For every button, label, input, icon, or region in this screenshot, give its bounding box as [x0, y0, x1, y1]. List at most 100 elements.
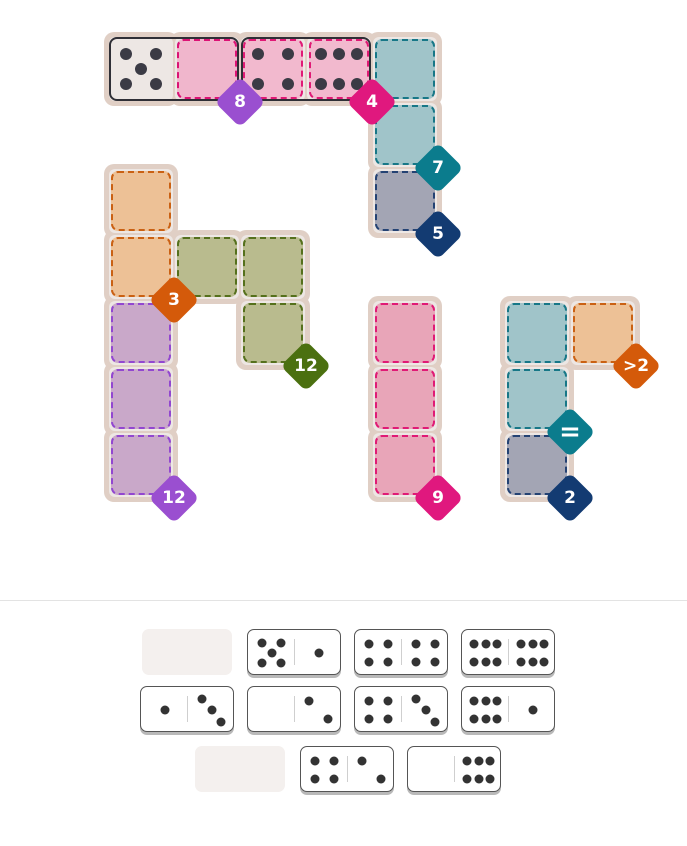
domino-pip	[481, 696, 490, 706]
badge-label: =	[559, 417, 581, 447]
domino-pip	[430, 657, 440, 667]
domino-pip	[469, 714, 479, 724]
domino-pip	[364, 639, 374, 649]
domino-pip	[474, 756, 483, 766]
domino-pip	[411, 639, 421, 649]
domino-pip	[333, 77, 345, 90]
domino-pip	[364, 714, 374, 724]
domino-pip	[474, 774, 483, 784]
badge-label: 4	[366, 92, 378, 112]
badge-label: 9	[432, 488, 444, 508]
domino-pip	[329, 756, 339, 766]
domino-pip	[469, 696, 479, 706]
badge-label: 12	[162, 488, 186, 508]
placed-domino[interactable]	[109, 37, 239, 101]
domino-pip	[383, 696, 393, 706]
tray-domino[interactable]	[300, 746, 394, 792]
domino-pip	[528, 705, 537, 715]
domino-pip	[314, 77, 327, 90]
domino-pip	[528, 639, 537, 649]
tray-domino[interactable]	[461, 686, 555, 732]
domino-pip	[323, 714, 333, 724]
domino-divider	[401, 696, 402, 722]
domino-pip	[364, 696, 374, 706]
domino-pip	[481, 714, 490, 724]
domino-pip	[383, 714, 393, 724]
tray-domino[interactable]	[247, 629, 341, 675]
domino-pip	[149, 48, 162, 61]
domino-pip	[276, 638, 286, 648]
domino-pip	[197, 694, 207, 703]
domino-pip	[481, 657, 490, 667]
badge-label: 5	[432, 224, 444, 244]
region-cell-req[interactable]	[507, 303, 567, 363]
badge-label: 2	[564, 488, 576, 508]
badge-label: 12	[294, 356, 318, 376]
domino-pip	[469, 657, 479, 667]
domino-pip	[267, 648, 276, 658]
placed-domino[interactable]	[241, 37, 371, 101]
domino-pip	[207, 705, 216, 715]
domino-pip	[120, 48, 133, 61]
domino-pip	[257, 638, 267, 648]
domino-pip	[281, 48, 294, 61]
domino-divider	[454, 756, 455, 782]
domino-pip	[310, 756, 320, 766]
domino-pip	[351, 48, 364, 61]
tray-domino[interactable]	[407, 746, 501, 792]
domino-divider	[294, 696, 295, 722]
domino-pip	[430, 717, 440, 726]
badge-label: 7	[432, 158, 444, 178]
region-cell-r12p[interactable]	[111, 369, 171, 429]
domino-pip	[216, 717, 226, 726]
domino-pip	[462, 774, 472, 784]
domino-pip	[411, 657, 421, 667]
domino-pip	[411, 694, 421, 703]
domino-pip	[304, 696, 314, 706]
badge-label: 8	[234, 92, 246, 112]
domino-pip	[421, 705, 430, 715]
tray-domino[interactable]	[140, 686, 234, 732]
tray-empty-slot	[195, 746, 285, 792]
domino-pip	[160, 705, 169, 715]
tray-domino[interactable]	[247, 686, 341, 732]
domino-pip	[485, 774, 495, 784]
domino-pip	[281, 77, 294, 90]
tray-domino[interactable]	[354, 686, 448, 732]
domino-pip	[364, 657, 374, 667]
domino-pip	[376, 774, 386, 784]
domino-pip	[276, 658, 286, 668]
tray-domino[interactable]	[354, 629, 448, 675]
domino-pip	[314, 48, 327, 61]
domino-divider	[347, 756, 348, 782]
domino-pip	[430, 639, 440, 649]
region-cell-r3[interactable]	[111, 171, 171, 231]
domino-divider	[508, 639, 509, 665]
domino-pip	[492, 639, 502, 649]
domino-divider	[401, 639, 402, 665]
domino-pip	[469, 639, 479, 649]
domino-pip	[539, 657, 549, 667]
region-cell-r9[interactable]	[375, 369, 435, 429]
domino-pip	[485, 756, 495, 766]
domino-pip	[329, 774, 339, 784]
region-cell-r9[interactable]	[375, 303, 435, 363]
domino-pip	[252, 48, 265, 61]
domino-pip	[492, 696, 502, 706]
tray-empty-slot	[142, 629, 232, 675]
domino-pip	[481, 639, 490, 649]
domino-pip	[149, 77, 162, 90]
domino-divider	[508, 696, 509, 722]
domino-pip	[492, 657, 502, 667]
domino-pip	[492, 714, 502, 724]
domino-pip	[539, 639, 549, 649]
badge-label: 3	[168, 290, 180, 310]
domino-pip	[528, 657, 537, 667]
domino-pip	[252, 77, 265, 90]
domino-pip	[120, 77, 133, 90]
tray-domino[interactable]	[461, 629, 555, 675]
tray-divider	[0, 600, 687, 601]
region-cell-r12g[interactable]	[243, 237, 303, 297]
domino-pip	[357, 756, 367, 766]
